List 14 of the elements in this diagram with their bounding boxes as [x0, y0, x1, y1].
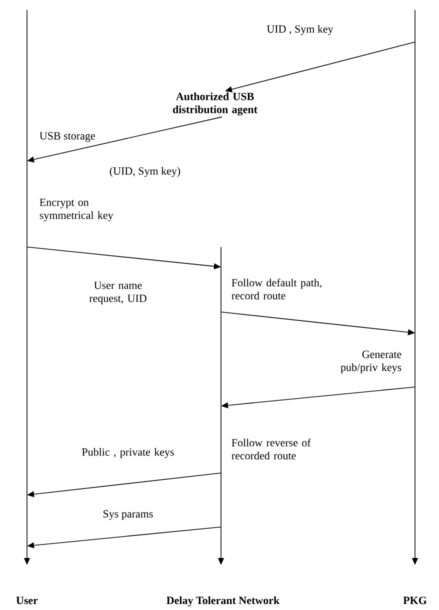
participant-label: Delay Tolerant Network — [166, 596, 280, 606]
participant-label: PKG — [403, 596, 427, 604]
edge-label: User name request, UID — [89, 282, 146, 304]
participant-label: User — [16, 596, 38, 604]
note-text: Follow reverse of recorded route — [232, 438, 311, 460]
edge-label: Public , private keys — [82, 448, 174, 458]
note-text: Generate pub/priv keys — [340, 350, 402, 374]
note-text: (UID, Sym key) — [110, 167, 180, 177]
edge-label: USB storage — [40, 132, 95, 142]
edge-label: Follow default path, record route — [232, 278, 322, 300]
note-text: Encrypt on symmetrical key — [40, 198, 114, 222]
edge-label: UID , Sym key — [266, 25, 334, 35]
edge-label: Sys params — [104, 510, 153, 520]
agent-label: Authorized USB distribution agent — [172, 92, 258, 116]
